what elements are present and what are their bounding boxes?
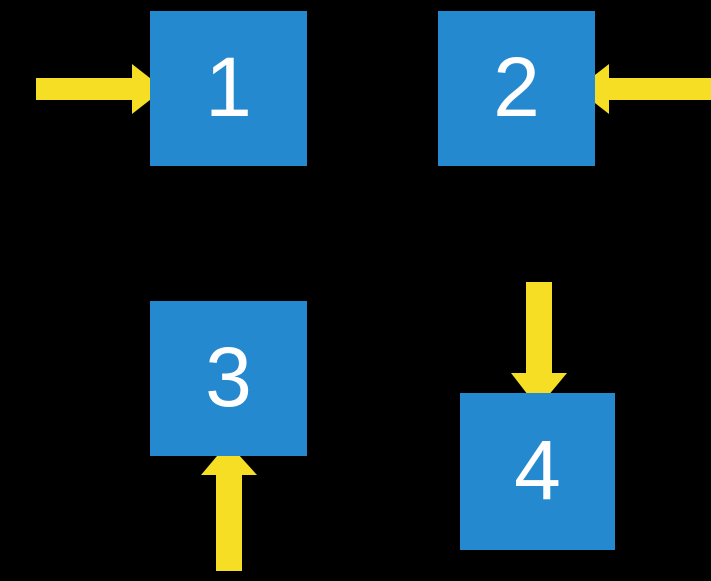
node-3[interactable]: 3 [150, 301, 307, 456]
arrow-down-icon [511, 282, 567, 408]
node-4[interactable]: 4 [460, 393, 615, 550]
node-2[interactable]: 2 [438, 11, 595, 166]
arrow-down-into-node-4[interactable] [511, 282, 567, 408]
node-2-label: 2 [493, 39, 540, 134]
arrow-left-into-node-2[interactable] [577, 64, 711, 114]
arrow-right-icon [36, 64, 164, 114]
node-3-label: 3 [205, 329, 252, 424]
arrow-up-into-node-3[interactable] [201, 443, 257, 571]
arrow-up-icon [201, 443, 257, 571]
arrow-left-icon [577, 64, 711, 114]
arrow-right-into-node-1[interactable] [36, 64, 164, 114]
node-4-label: 4 [514, 422, 561, 517]
node-1[interactable]: 1 [150, 11, 307, 166]
node-1-label: 1 [205, 39, 252, 134]
